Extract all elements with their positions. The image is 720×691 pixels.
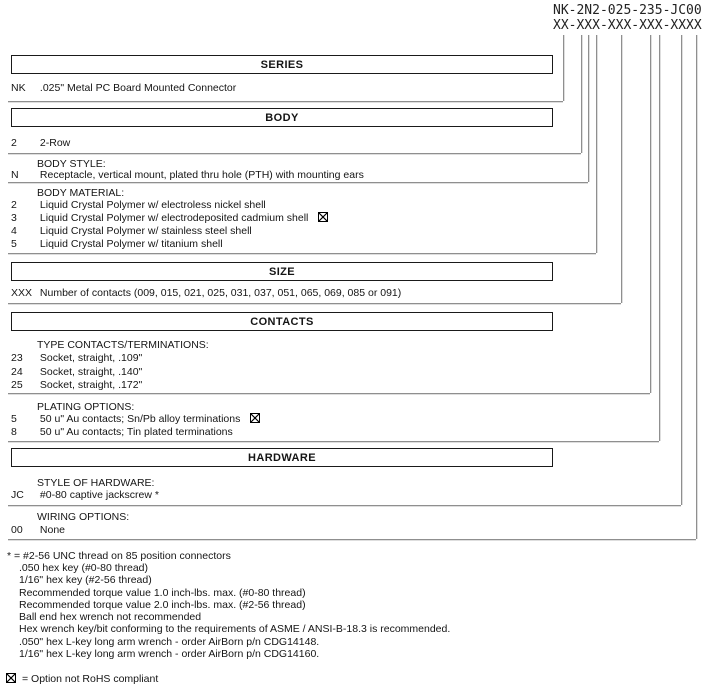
option-code: 24 <box>11 366 23 378</box>
option-desc: Socket, straight, .140" <box>39 366 143 378</box>
leader-line-body-row <box>581 35 582 153</box>
option-row-body-2row: 2 2-Row <box>11 137 70 149</box>
separator-body-style <box>8 182 588 183</box>
option-code: 00 <box>11 524 23 536</box>
section-header-label: SERIES <box>260 58 304 71</box>
part-number-mask: XX-XXX-XXX-XXX-XXXX <box>553 18 702 33</box>
separator-body-row <box>8 153 581 154</box>
option-desc: Liquid Crystal Polymer w/ stainless stee… <box>39 225 252 237</box>
footnote-asme: Hex wrench key/bit conforming to the req… <box>19 623 451 635</box>
group-label-contact-type: TYPE CONTACTS/TERMINATIONS: <box>37 339 209 351</box>
group-label-plating: PLATING OPTIONS: <box>37 401 135 413</box>
footnote-torque-20: Recommended torque value 2.0 inch-lbs. m… <box>19 599 306 611</box>
option-code: JC <box>11 489 24 501</box>
group-label-wiring: WIRING OPTIONS: <box>37 511 130 523</box>
rohs-legend: = Option not RoHS compliant <box>6 673 158 685</box>
section-header-label: CONTACTS <box>250 315 314 328</box>
footnote-hex-key-050: .050 hex key (#0-80 thread) <box>19 562 148 574</box>
section-header-hardware: HARDWARE <box>11 448 553 467</box>
option-desc: .025" Metal PC Board Mounted Connector <box>39 82 237 94</box>
option-desc: None <box>39 524 66 536</box>
option-row-plating-8: 8 50 u" Au contacts; Tin plated terminat… <box>11 426 233 438</box>
option-desc: Liquid Crystal Polymer w/ titanium shell <box>39 238 223 250</box>
footnote-torque-10: Recommended torque value 1.0 inch-lbs. m… <box>19 587 306 599</box>
not-rohs-icon <box>250 413 261 423</box>
section-header-label: HARDWARE <box>248 451 316 464</box>
group-label-body-material: BODY MATERIAL: <box>37 187 125 199</box>
option-row-wiring-00: 00 None <box>11 524 65 536</box>
option-desc: Liquid Crystal Polymer w/ electroless ni… <box>39 199 266 211</box>
section-header-label: BODY <box>265 111 299 124</box>
option-code: 4 <box>11 225 17 237</box>
option-row-material-4: 4 Liquid Crystal Polymer w/ stainless st… <box>11 225 252 237</box>
option-desc: #0-80 captive jackscrew * <box>39 489 159 501</box>
option-desc: Number of contacts (009, 015, 021, 025, … <box>39 287 402 299</box>
separator-contact-type <box>8 393 650 394</box>
option-desc: Receptacle, vertical mount, plated thru … <box>39 169 364 181</box>
leader-line-size <box>621 35 622 303</box>
option-row-contact-23: 23 Socket, straight, .109" <box>11 352 142 364</box>
not-rohs-icon <box>318 212 329 222</box>
option-code: 23 <box>11 352 23 364</box>
option-code: 2 <box>11 199 17 211</box>
footnote-wrench-cdg14160: 1/16" hex L-key long arm wrench - order … <box>19 648 320 660</box>
option-code: NK <box>11 82 26 94</box>
separator-size <box>8 303 621 304</box>
option-desc: Socket, straight, .172" <box>39 379 143 391</box>
option-row-series-nk: NK .025" Metal PC Board Mounted Connecto… <box>11 82 236 94</box>
leader-line-contact-type <box>650 35 651 393</box>
separator-body-material <box>8 253 596 254</box>
group-label-hardware-style: STYLE OF HARDWARE: <box>37 477 155 489</box>
option-code: 3 <box>11 212 17 224</box>
rohs-legend-text: = Option not RoHS compliant <box>22 673 159 685</box>
footnote-wrench-cdg14148: .050" hex L-key long arm wrench - order … <box>19 636 320 648</box>
section-header-contacts: CONTACTS <box>11 312 553 331</box>
option-row-material-3: 3 Liquid Crystal Polymer w/ electrodepos… <box>11 212 329 224</box>
footnote-asterisk: * = #2-56 UNC thread on 85 position conn… <box>7 550 231 562</box>
option-row-contact-24: 24 Socket, straight, .140" <box>11 366 142 378</box>
option-desc: 2-Row <box>39 137 71 149</box>
leader-line-hardware <box>681 35 682 505</box>
option-code: N <box>11 169 19 181</box>
option-code: 8 <box>11 426 17 438</box>
option-row-material-5: 5 Liquid Crystal Polymer w/ titanium she… <box>11 238 223 250</box>
option-row-material-2: 2 Liquid Crystal Polymer w/ electroless … <box>11 199 266 211</box>
footnote-ball-end: Ball end hex wrench not recommended <box>19 611 202 623</box>
option-code: XXX <box>11 287 33 299</box>
leader-line-body-material <box>596 35 597 253</box>
part-number-example: NK-2N2-025-235-JC00 <box>553 3 702 18</box>
leader-line-wiring <box>696 35 697 539</box>
leader-line-plating <box>659 35 660 441</box>
section-header-size: SIZE <box>11 262 553 281</box>
separator-plating <box>8 441 659 442</box>
leader-line-body-style <box>588 35 589 182</box>
not-rohs-icon <box>6 673 16 683</box>
section-header-body: BODY <box>11 108 553 127</box>
option-desc: Socket, straight, .109" <box>39 352 143 364</box>
separator-wiring <box>8 539 696 540</box>
option-row-contact-25: 25 Socket, straight, .172" <box>11 379 142 391</box>
option-code: 5 <box>11 413 17 425</box>
option-row-body-style-n: N Receptacle, vertical mount, plated thr… <box>11 169 364 181</box>
separator-series <box>8 101 563 102</box>
option-code: 25 <box>11 379 23 391</box>
separator-hardware <box>8 505 681 506</box>
option-code: 2 <box>11 137 17 149</box>
footnote-hex-key-116: 1/16" hex key (#2-56 thread) <box>19 574 152 586</box>
option-desc: 50 u" Au contacts; Tin plated terminatio… <box>39 426 233 438</box>
option-row-plating-5: 5 50 u" Au contacts; Sn/Pb alloy termina… <box>11 413 261 425</box>
option-row-hardware-jc: JC #0-80 captive jackscrew * <box>11 489 159 501</box>
section-header-series: SERIES <box>11 55 553 74</box>
leader-line-series <box>563 35 564 101</box>
option-code: 5 <box>11 238 17 250</box>
option-row-size-xxx: XXX Number of contacts (009, 015, 021, 0… <box>11 287 401 299</box>
section-header-label: SIZE <box>268 265 296 278</box>
option-desc: 50 u" Au contacts; Sn/Pb alloy terminati… <box>39 413 241 425</box>
group-label-body-style: BODY STYLE: <box>37 158 106 170</box>
option-desc: Liquid Crystal Polymer w/ electrodeposit… <box>39 212 309 224</box>
